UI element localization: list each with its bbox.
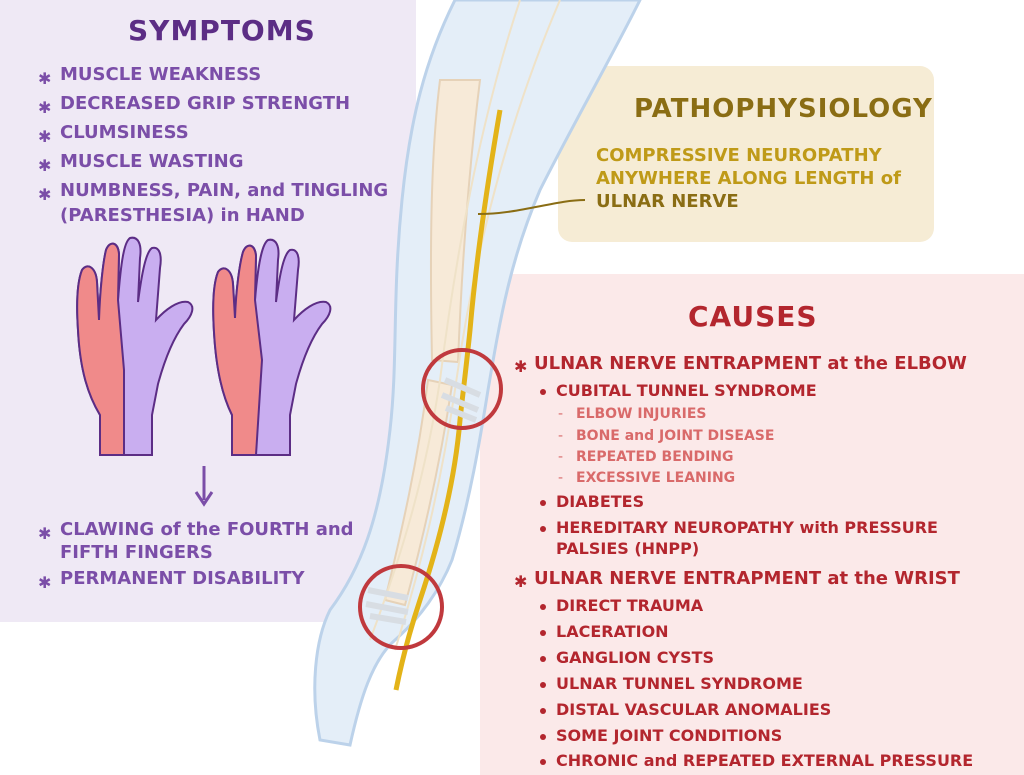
cause-item: CHRONIC and REPEATED EXTERNAL PRESSURE — [556, 751, 974, 770]
bullet-icon — [540, 526, 546, 532]
cause-item: SOME JOINT CONDITIONS — [556, 726, 783, 745]
pathophysiology-line: COMPRESSIVE NEUROPATHY — [596, 145, 882, 166]
ulnar-nerve — [393, 109, 503, 691]
bullet-icon — [540, 604, 546, 610]
cause-item-continued: PALSIES (HNPP) — [556, 539, 700, 558]
cause-subitem: ELBOW INJURIES — [576, 406, 707, 422]
minor-nerve — [394, 0, 561, 651]
hand-illustration-right — [212, 238, 332, 456]
elbow-compression-circle — [421, 348, 503, 430]
cause-item: DIABETES — [556, 492, 645, 511]
asterisk-icon: ✱ — [514, 357, 528, 376]
pathophysiology-line: ANYWHERE ALONG LENGTH of — [596, 168, 901, 189]
hand-illustration-left — [76, 236, 194, 456]
cause-item: GANGLION CYSTS — [556, 648, 715, 667]
bullet-icon — [540, 734, 546, 740]
symptom-item: CLUMSINESS — [60, 122, 189, 143]
pathophysiology-line-emphasis: ULNAR NERVE — [596, 191, 739, 212]
symptoms-title: SYMPTOMS — [128, 14, 316, 47]
outcome-item-continued: FIFTH FINGERS — [60, 542, 213, 563]
dash-icon: - — [558, 428, 564, 444]
dash-icon: - — [558, 449, 564, 465]
minor-nerve — [369, 0, 521, 641]
asterisk-icon: ✱ — [38, 156, 52, 175]
cause-group-heading-elbow: ULNAR NERVE ENTRAPMENT at the ELBOW — [534, 353, 967, 374]
wrist-compression-circle — [358, 564, 444, 650]
bullet-icon — [540, 656, 546, 662]
bullet-icon — [540, 630, 546, 636]
elbow-ligament — [440, 377, 482, 423]
dash-icon: - — [558, 406, 564, 422]
symptom-item: MUSCLE WEAKNESS — [60, 64, 262, 85]
asterisk-icon: ✱ — [514, 572, 528, 591]
bullet-icon — [540, 500, 546, 506]
bullet-icon — [540, 708, 546, 714]
cause-item: LACERATION — [556, 622, 669, 641]
callout-line — [477, 199, 586, 215]
symptom-item-continued: (PARESTHESIA) in HAND — [60, 205, 305, 226]
cause-item: ULNAR TUNNEL SYNDROME — [556, 674, 803, 693]
bullet-icon — [540, 389, 546, 395]
symptoms-panel — [0, 0, 416, 622]
pathophysiology-title: PATHOPHYSIOLOGY — [634, 94, 933, 124]
asterisk-icon: ✱ — [38, 185, 52, 204]
cause-subitem: BONE and JOINT DISEASE — [576, 428, 775, 444]
symptom-item: MUSCLE WASTING — [60, 151, 244, 172]
dash-icon: - — [558, 470, 564, 486]
humerus-bone — [429, 79, 482, 364]
asterisk-icon: ✱ — [38, 524, 52, 543]
cause-item: HEREDITARY NEUROPATHY with PRESSURE — [556, 518, 938, 537]
outcome-item: CLAWING of the FOURTH and — [60, 519, 354, 540]
causes-panel — [480, 274, 1024, 775]
cause-subitem: EXCESSIVE LEANING — [576, 470, 736, 486]
outcome-item: PERMANENT DISABILITY — [60, 568, 305, 589]
cause-subitem: REPEATED BENDING — [576, 449, 734, 465]
asterisk-icon: ✱ — [38, 127, 52, 146]
wrist-ligament — [365, 587, 409, 625]
symptom-item: DECREASED GRIP STRENGTH — [60, 93, 351, 114]
asterisk-icon: ✱ — [38, 69, 52, 88]
asterisk-icon: ✱ — [38, 98, 52, 117]
asterisk-icon: ✱ — [38, 573, 52, 592]
cause-item: DIRECT TRAUMA — [556, 596, 704, 615]
bullet-icon — [540, 682, 546, 688]
bullet-icon — [540, 759, 546, 765]
symptom-item: NUMBNESS, PAIN, and TINGLING — [60, 180, 389, 201]
cause-item: DISTAL VASCULAR ANOMALIES — [556, 700, 832, 719]
pathophysiology-panel — [558, 66, 934, 242]
cause-item: CUBITAL TUNNEL SYNDROME — [556, 381, 817, 400]
cause-group-heading-wrist: ULNAR NERVE ENTRAPMENT at the WRIST — [534, 568, 960, 589]
progression-arrow — [194, 466, 214, 507]
causes-title: CAUSES — [688, 300, 818, 333]
